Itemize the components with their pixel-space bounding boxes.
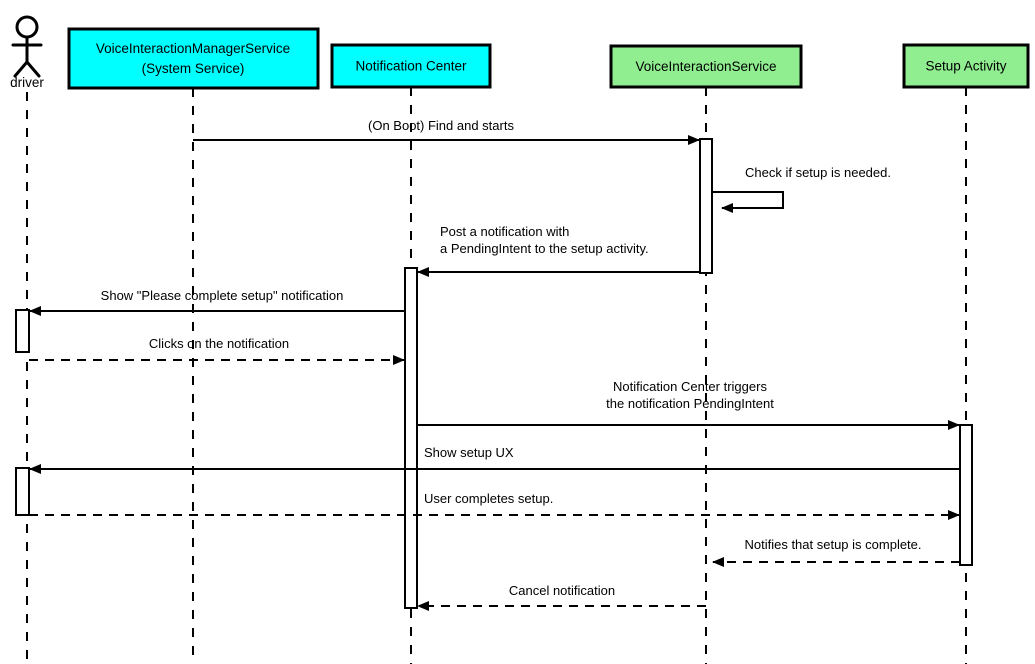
message-msg-cancel-notification[interactable]: Cancel notification <box>417 583 706 611</box>
message-label-msg-clicks-notification: Clicks on the notification <box>149 336 289 351</box>
participant-box-vis[interactable]: VoiceInteractionService <box>609 44 803 89</box>
message-msg-notifies-complete[interactable]: Notifies that setup is complete. <box>712 537 960 567</box>
message-label-msg-trigger-pendingintent-line1: Notification Center triggers <box>613 379 767 394</box>
actor-leg-left-icon <box>13 60 29 78</box>
participant-box-rect-vis <box>609 44 803 89</box>
activation-bar-driver <box>15 309 30 353</box>
participant-box-rect-notif <box>330 43 492 89</box>
participant-label-vis: VoiceInteractionService <box>635 59 776 74</box>
message-label-msg-show-setup-ux: Show setup UX <box>424 445 514 460</box>
actor-head-icon <box>15 15 39 39</box>
message-label-msg-trigger-pendingintent-line2: the notification PendingIntent <box>606 396 774 411</box>
message-msg-show-setup-ux[interactable]: Show setup UX <box>29 445 960 474</box>
message-label-msg-notifies-complete: Notifies that setup is complete. <box>744 537 921 552</box>
message-msg-show-notification[interactable]: Show "Please complete setup" notificatio… <box>29 288 405 316</box>
activation-bar-notif <box>404 267 418 609</box>
activation-bar-setup <box>959 424 973 566</box>
message-label-msg-post-notification-line1: Post a notification with <box>440 224 569 239</box>
activation-bar-vis <box>699 138 713 274</box>
participant-heads-layer: driver VoiceInteractionManagerService (Sys… <box>10 15 1030 90</box>
participant-actor-driver[interactable]: driver <box>10 15 44 90</box>
participant-label-vims: VoiceInteractionManagerService <box>96 41 290 56</box>
participant-box-rect-setup <box>902 43 1030 89</box>
message-label-msg-on-boot: (On Boot) Find and starts <box>368 118 514 133</box>
participant-box-setup[interactable]: Setup Activity <box>902 43 1030 89</box>
actor-leg-right-icon <box>25 60 41 78</box>
message-msg-clicks-notification[interactable]: Clicks on the notification <box>29 336 405 365</box>
message-msg-user-completes-setup[interactable]: User completes setup. <box>29 491 960 520</box>
activations-layer <box>15 138 973 609</box>
participant-sublabel-vims: (System Service) <box>142 61 245 76</box>
message-label-msg-cancel-notification: Cancel notification <box>509 583 615 598</box>
participant-box-rect-vims <box>67 27 320 90</box>
message-msg-trigger-pendingintent[interactable]: Notification Center triggers the notifica… <box>417 379 960 430</box>
activation-bar-driver <box>15 467 30 516</box>
message-msg-check-setup[interactable]: Check if setup is needed. <box>712 165 891 213</box>
participant-label-driver: driver <box>10 75 44 90</box>
participant-box-vims[interactable]: VoiceInteractionManagerService (System Se… <box>67 27 320 90</box>
participant-box-notif[interactable]: Notification Center <box>330 43 492 89</box>
message-msg-post-notification[interactable]: Post a notification with a PendingIntent … <box>417 224 700 277</box>
message-msg-on-boot[interactable]: (On Boot) Find and starts <box>193 118 700 145</box>
message-label-msg-user-completes-setup: User completes setup. <box>424 491 553 506</box>
message-label-msg-check-setup: Check if setup is needed. <box>745 165 891 180</box>
message-arrow-self <box>712 191 784 213</box>
message-label-msg-show-notification: Show "Please complete setup" notificatio… <box>101 288 344 303</box>
participant-label-notif: Notification Center <box>355 59 467 74</box>
participant-label-setup: Setup Activity <box>925 59 1006 74</box>
message-label-msg-post-notification-line2: a PendingIntent to the setup activity. <box>440 241 649 256</box>
